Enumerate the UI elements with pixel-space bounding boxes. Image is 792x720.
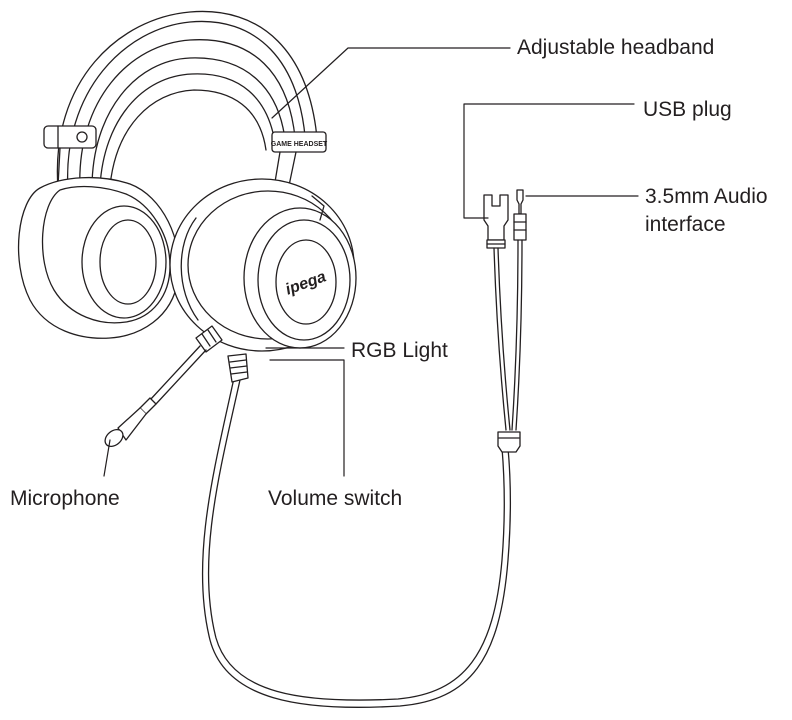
label-rgb-light: RGB Light bbox=[351, 339, 448, 362]
label-audio-interface-line1: 3.5mm Audio bbox=[645, 185, 768, 208]
usb-plug-icon bbox=[483, 194, 511, 431]
cable bbox=[201, 377, 511, 708]
microphone-leader bbox=[103, 439, 111, 477]
headband-tag: GAME HEADSET bbox=[271, 141, 328, 148]
leader-lines bbox=[103, 47, 639, 477]
rgb-light-ring bbox=[275, 239, 337, 325]
microphone-icon bbox=[104, 325, 223, 448]
left-ear-cup bbox=[17, 176, 180, 339]
audio-jack-icon bbox=[511, 189, 527, 431]
label-volume-switch: Volume switch bbox=[268, 487, 403, 510]
label-audio-interface-line2: interface bbox=[645, 213, 726, 236]
headband-leader bbox=[271, 47, 511, 119]
label-microphone: Microphone bbox=[10, 487, 120, 510]
label-adjustable-headband: Adjustable headband bbox=[517, 36, 715, 59]
right-ear-cup: ipega bbox=[169, 178, 357, 352]
label-usb-plug: USB plug bbox=[643, 98, 732, 121]
usb-leader bbox=[463, 103, 635, 219]
volume-leader bbox=[269, 359, 345, 477]
cable-splitter bbox=[497, 431, 521, 453]
volume-switch-icon bbox=[227, 353, 249, 383]
